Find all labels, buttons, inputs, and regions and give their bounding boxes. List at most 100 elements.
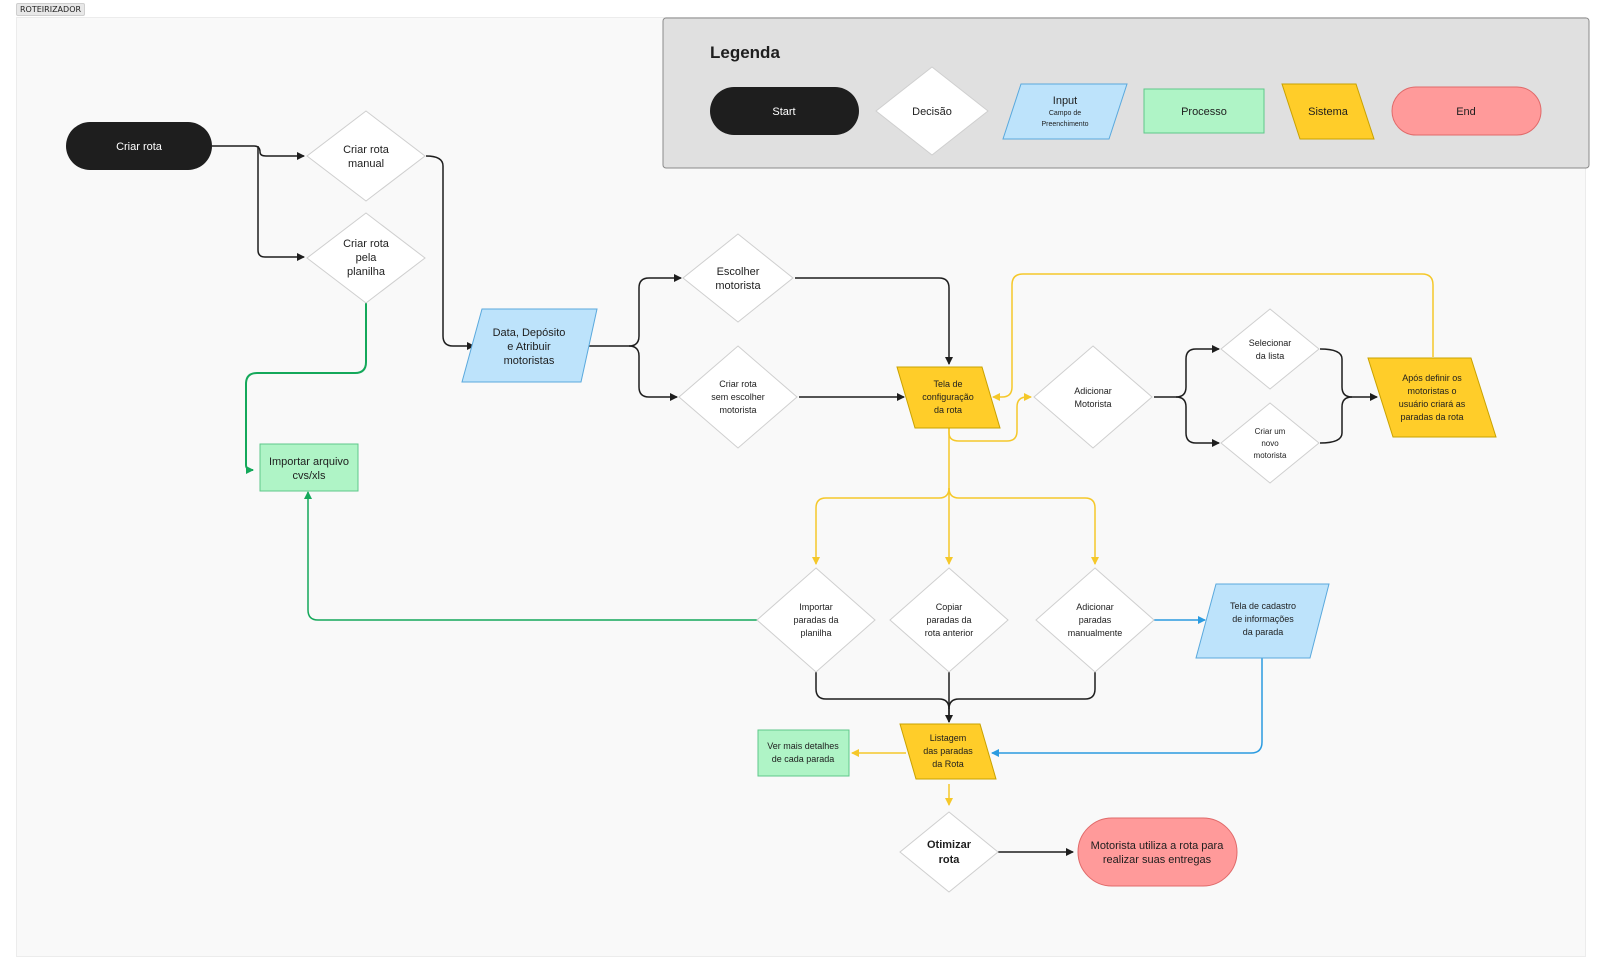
edge-adicionar-to-criar-novo (1175, 396, 1220, 447)
node-listagem-line-1: Listagem (930, 733, 967, 743)
legend-decision-label: Decisão (912, 106, 952, 118)
node-tela-config-line-2: configuração (922, 392, 974, 402)
node-otimizar-line-1: Otimizar (927, 839, 972, 851)
node-copiar-paradas-line-2: paradas da (926, 615, 971, 625)
node-importar-paradas-line-3: planilha (800, 628, 831, 638)
legend-system-label: Sistema (1308, 106, 1349, 118)
node-tela-cadastro[interactable]: Tela de cadastro de informações da parad… (1195, 583, 1330, 659)
node-apos-definir[interactable]: Após definir os motoristas o usuário cri… (1367, 357, 1497, 438)
connectors (212, 145, 1434, 856)
node-escolher-motorista[interactable]: Escolher motorista (682, 233, 794, 323)
node-criar-rota-sem-motorista[interactable]: Criar rota sem escolher motorista (678, 345, 798, 449)
node-criar-sem-line-2: sem escolher (711, 392, 765, 402)
node-tela-configuracao[interactable]: Tela de configuração da rota (896, 366, 1001, 429)
node-escolher-motorista-line-1: Escolher (717, 266, 760, 278)
edge-importar-to-listagem (815, 672, 953, 723)
legend-system: Sistema (1281, 83, 1375, 140)
edge-apos-to-tela (992, 273, 1434, 401)
frame-title[interactable]: ROTEIRIZADOR (16, 3, 86, 16)
edge-selecionar-to-apos (1319, 348, 1378, 401)
node-ver-detalhes-line-2: de cada parada (772, 754, 835, 764)
edge-tela-to-adicionar-motorista (948, 393, 1032, 442)
node-criar-sem-line-3: motorista (719, 405, 756, 415)
node-importar-paradas[interactable]: Importar paradas da planilha (756, 567, 876, 673)
node-tela-config-line-1: Tela de (933, 379, 962, 389)
node-listagem-paradas[interactable]: Listagem das paradas da Rota (899, 723, 997, 780)
edge-manual-to-data (425, 155, 475, 350)
edge-criar-to-manual (212, 145, 305, 160)
node-data-deposito[interactable]: Data, Depósito e Atribuir motoristas (461, 308, 598, 383)
node-criar-rota-planilha-line-3: planilha (347, 266, 386, 278)
node-motorista-utiliza[interactable]: Motorista utiliza a rota para realizar s… (1077, 817, 1238, 887)
legend-process: Processo (1143, 88, 1265, 134)
node-criar-novo-line-2: novo (1261, 439, 1279, 448)
node-otimizar-line-2: rota (939, 854, 961, 866)
node-tela-cadastro-line-3: da parada (1243, 627, 1284, 637)
node-adicionar-paradas[interactable]: Adicionar paradas manualmente (1035, 567, 1155, 673)
legend-start-label: Start (772, 106, 795, 118)
edge-criar-novo-to-apos (1319, 396, 1353, 444)
node-ver-detalhes[interactable]: Ver mais detalhes de cada parada (757, 729, 850, 777)
node-data-deposito-line-3: motoristas (504, 355, 555, 367)
edge-tela-to-importar (812, 487, 950, 565)
node-criar-rota-planilha-line-2: pela (356, 252, 378, 264)
node-adicionar-motorista-line-1: Adicionar (1074, 386, 1112, 396)
node-tela-config-line-3: da rota (934, 405, 962, 415)
node-copiar-paradas-line-3: rota anterior (925, 628, 974, 638)
edge-data-to-sem (628, 345, 678, 401)
node-adicionar-paradas-line-1: Adicionar (1076, 602, 1114, 612)
node-tela-cadastro-line-2: de informações (1232, 614, 1294, 624)
node-adicionar-motorista-line-2: Motorista (1074, 399, 1111, 409)
node-copiar-paradas[interactable]: Copiar paradas da rota anterior (889, 567, 1009, 673)
legend-panel: Legenda Start Decisão Input Campo de Pre… (662, 17, 1590, 169)
edge-adicionar-to-selecionar (1154, 345, 1220, 398)
node-tela-cadastro-line-1: Tela de cadastro (1230, 601, 1296, 611)
node-apos-definir-line-2: motoristas o (1407, 386, 1456, 396)
node-listagem-line-2: das paradas (923, 746, 973, 756)
node-apos-definir-line-4: paradas da rota (1400, 412, 1463, 422)
node-selecionar-lista-line-2: da lista (1256, 351, 1285, 361)
legend-input-label: Input (1053, 95, 1077, 107)
node-criar-rota-label: Criar rota (116, 141, 163, 153)
edge-planilha-to-importar-arquivo (245, 303, 367, 474)
legend-process-label: Processo (1181, 106, 1227, 118)
node-criar-novo-line-3: motorista (1254, 451, 1287, 460)
node-apos-definir-line-3: usuário criará as (1399, 399, 1466, 409)
node-criar-rota[interactable]: Criar rota (66, 122, 212, 170)
node-apos-definir-line-1: Após definir os (1402, 373, 1462, 383)
node-criar-novo-motorista[interactable]: Criar um novo motorista (1220, 402, 1320, 484)
legend-input: Input Campo de Preenchimento (1002, 83, 1128, 140)
node-otimizar-rota[interactable]: Otimizar rota (899, 811, 999, 893)
legend-title: Legenda (710, 43, 780, 62)
node-importar-arquivo[interactable]: Importar arquivo cvs/xls (259, 443, 359, 492)
legend-input-sub-1: Campo de (1049, 110, 1081, 117)
edge-criar-to-planilha (257, 146, 305, 261)
node-adicionar-paradas-line-2: paradas (1079, 615, 1112, 625)
node-importar-arquivo-line-1: Importar arquivo (269, 456, 349, 468)
node-criar-rota-manual[interactable]: Criar rota manual (306, 110, 426, 202)
node-importar-arquivo-line-2: cvs/xls (293, 470, 327, 482)
edge-adicionar-paradas-to-listagem (948, 672, 1096, 710)
node-criar-rota-planilha[interactable]: Criar rota pela planilha (306, 212, 426, 304)
edge-data-to-escolher (584, 274, 682, 347)
node-listagem-line-3: da Rota (932, 759, 964, 769)
node-ver-detalhes-line-1: Ver mais detalhes (767, 741, 839, 751)
node-selecionar-lista[interactable]: Selecionar da lista (1220, 308, 1320, 390)
node-adicionar-motorista[interactable]: Adicionar Motorista (1033, 345, 1153, 449)
node-copiar-paradas-line-1: Copiar (936, 602, 963, 612)
node-criar-sem-line-1: Criar rota (719, 379, 757, 389)
node-data-deposito-line-1: Data, Depósito (493, 327, 566, 339)
edge-importar-paradas-to-importar-arquivo (304, 491, 757, 621)
node-data-deposito-line-2: e Atribuir (507, 341, 551, 353)
edge-tela-to-adicionar-paradas (948, 487, 1099, 565)
node-importar-paradas-line-1: Importar (799, 602, 833, 612)
node-adicionar-paradas-line-3: manualmente (1068, 628, 1123, 638)
node-criar-rota-manual-line-1: Criar rota (343, 144, 390, 156)
legend-end: End (1391, 86, 1542, 136)
node-motorista-utiliza-line-1: Motorista utiliza a rota para (1091, 840, 1225, 852)
legend-input-sub-2: Preenchimento (1041, 121, 1088, 128)
node-selecionar-lista-line-1: Selecionar (1249, 338, 1292, 348)
node-importar-paradas-line-2: paradas da (793, 615, 838, 625)
edge-escolher-to-tela (795, 277, 953, 365)
